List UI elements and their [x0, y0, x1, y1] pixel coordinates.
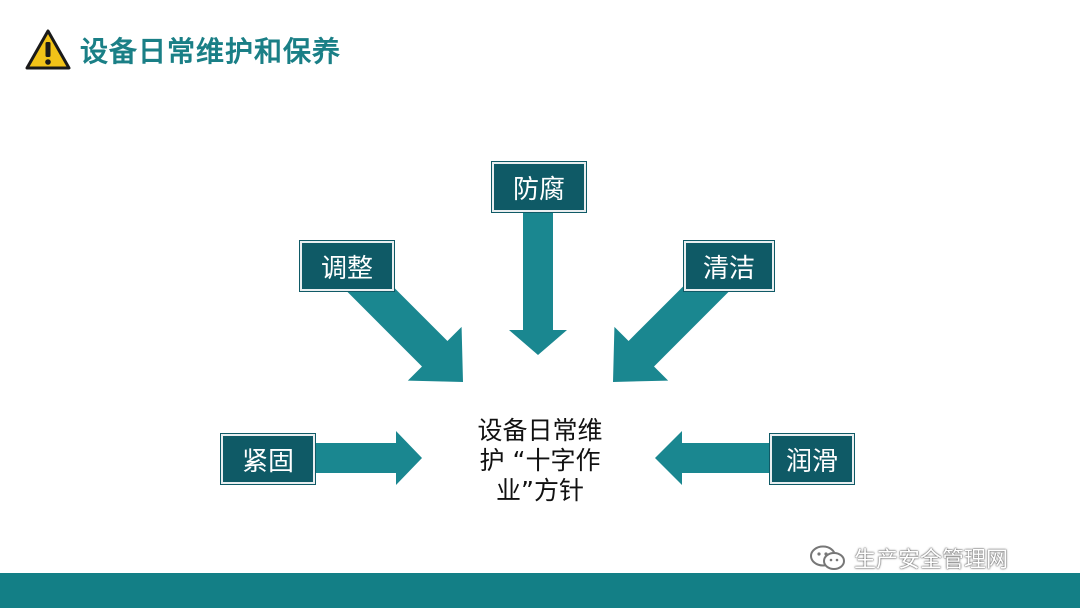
watermark-text: 生产安全管理网	[854, 548, 1009, 573]
watermark: 生产安全管理网	[808, 541, 1008, 575]
footer-bar	[0, 573, 1080, 608]
node-upper-left: 调整	[300, 241, 394, 291]
arrow-from-left	[312, 431, 422, 485]
node-top: 防腐	[492, 162, 586, 212]
center-line-3: 业”方针	[496, 476, 584, 505]
node-left: 紧固	[221, 434, 315, 484]
center-label: 设备日常维 护 “十字作 业”方针	[456, 416, 624, 506]
node-upper-right: 清洁	[684, 241, 774, 291]
wechat-icon	[810, 545, 845, 570]
node-right: 润滑	[770, 434, 854, 484]
arrow-from-top	[509, 210, 567, 355]
arrow-from-upper-right	[613, 263, 732, 382]
page-title: 设备日常维护和保养	[80, 35, 342, 68]
arrow-from-upper-left	[344, 263, 463, 382]
warning-icon	[25, 29, 71, 70]
header: 设备日常维护和保养	[24, 28, 341, 72]
arrow-from-right	[655, 431, 770, 485]
center-line-2: 护 “十字作	[479, 446, 601, 475]
center-line-1: 设备日常维	[477, 416, 603, 445]
